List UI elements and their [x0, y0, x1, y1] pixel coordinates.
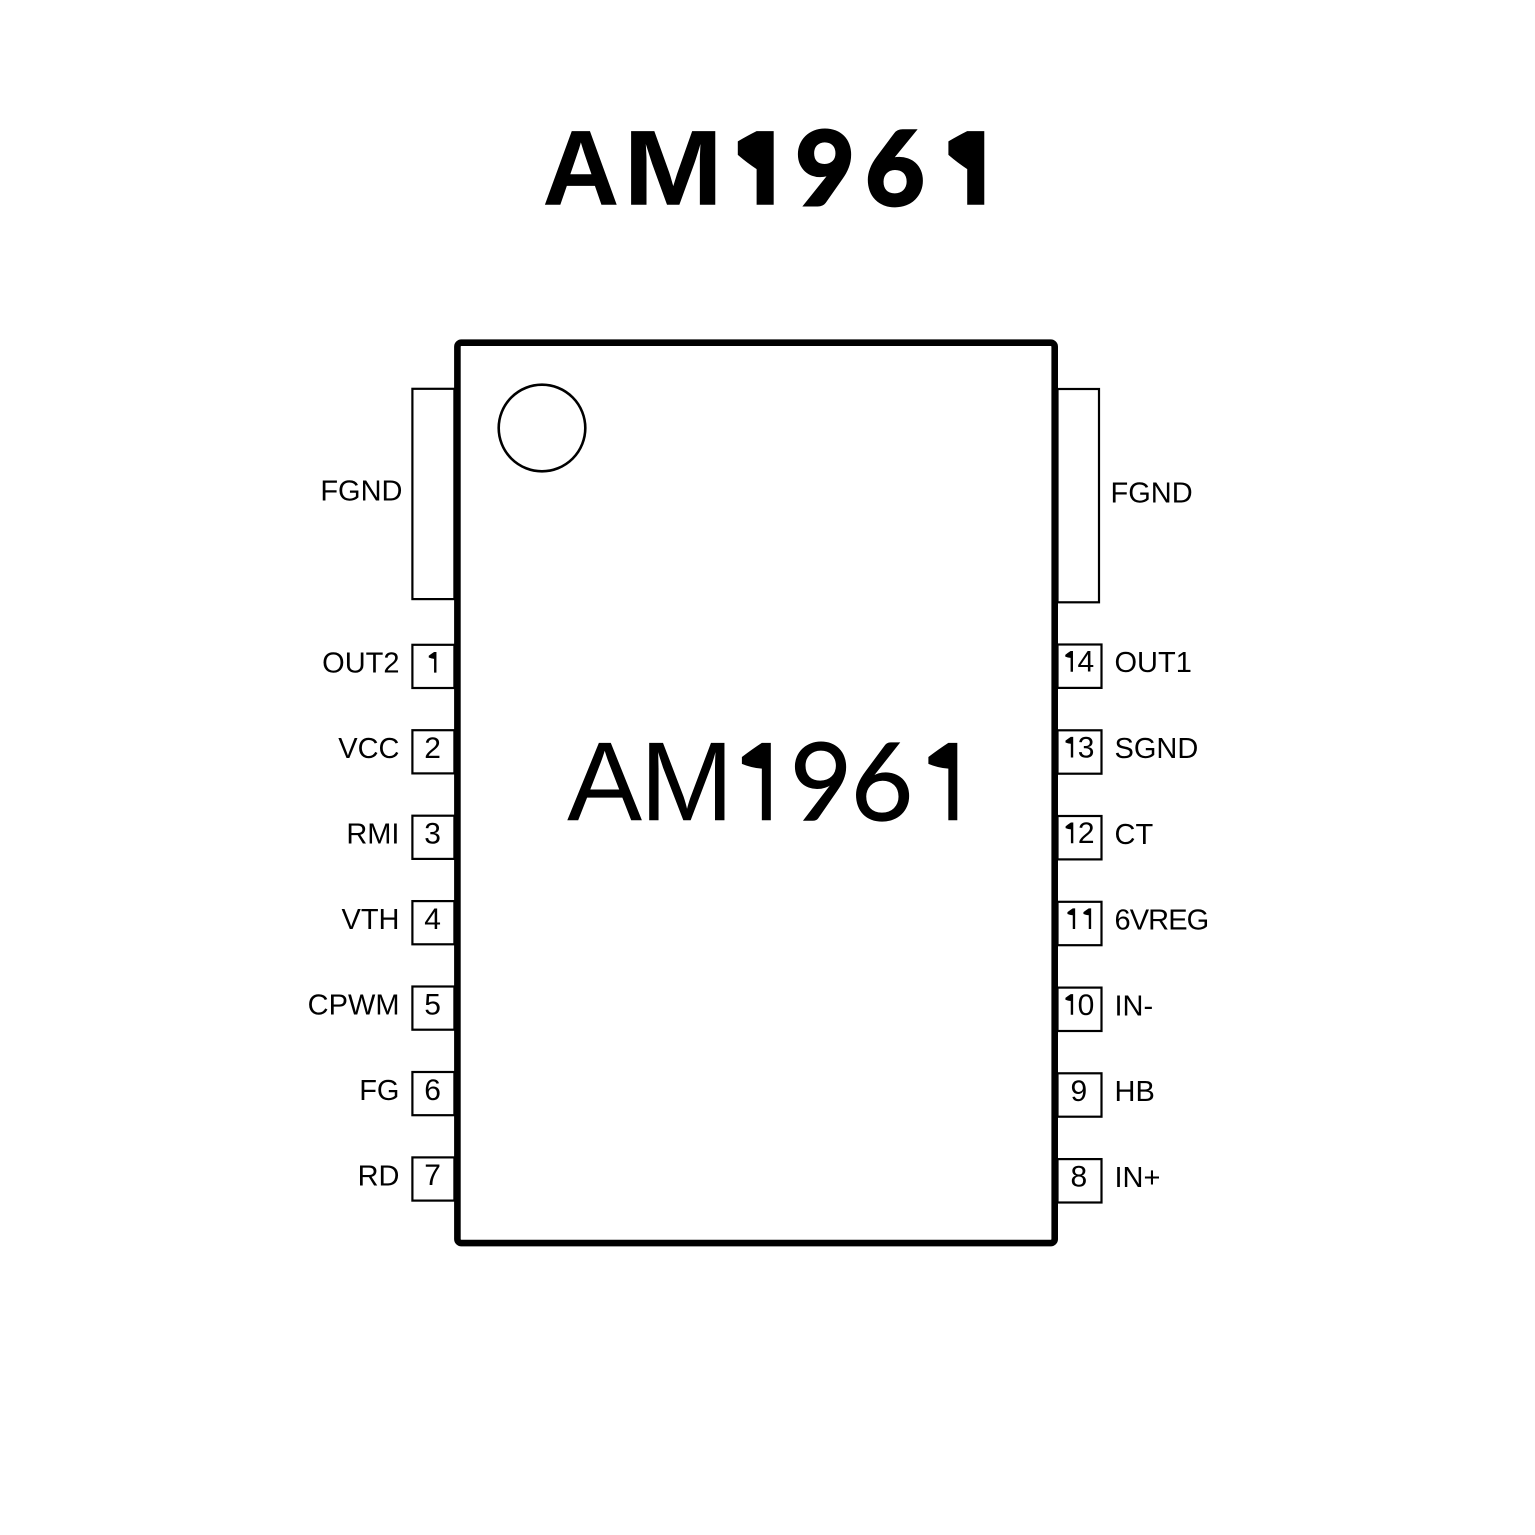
svg-text:CPWM: CPWM [308, 989, 400, 1021]
svg-text:VTH: VTH [342, 904, 400, 936]
svg-text:9: 9 [1070, 1075, 1087, 1108]
svg-text:2: 2 [1078, 817, 1095, 850]
svg-text:FG: FG [359, 1075, 399, 1107]
svg-text:6: 6 [424, 1074, 441, 1107]
svg-text:OUT1: OUT1 [1115, 647, 1192, 679]
svg-text:IN+: IN+ [1115, 1162, 1161, 1194]
svg-text:IN-: IN- [1115, 990, 1154, 1022]
svg-text:6VREG: 6VREG [1115, 905, 1209, 937]
svg-text:OUT2: OUT2 [322, 648, 399, 680]
svg-text:0: 0 [1078, 989, 1095, 1022]
svg-text:4: 4 [424, 903, 441, 936]
svg-text:FGND: FGND [320, 476, 402, 508]
svg-text:4: 4 [1078, 646, 1095, 679]
svg-text:7: 7 [424, 1159, 441, 1192]
svg-text:FGND: FGND [1111, 477, 1193, 509]
svg-text:CT: CT [1115, 819, 1154, 851]
svg-text:VCC: VCC [338, 733, 399, 765]
svg-text:SGND: SGND [1115, 733, 1199, 765]
svg-text:8: 8 [1070, 1161, 1087, 1194]
svg-text:3: 3 [424, 818, 441, 851]
svg-text:5: 5 [424, 988, 441, 1021]
svg-text:2: 2 [424, 732, 441, 765]
svg-text:HB: HB [1115, 1076, 1155, 1108]
svg-text:RMI: RMI [346, 819, 399, 851]
svg-text:3: 3 [1078, 732, 1095, 765]
svg-text:RD: RD [358, 1160, 400, 1192]
